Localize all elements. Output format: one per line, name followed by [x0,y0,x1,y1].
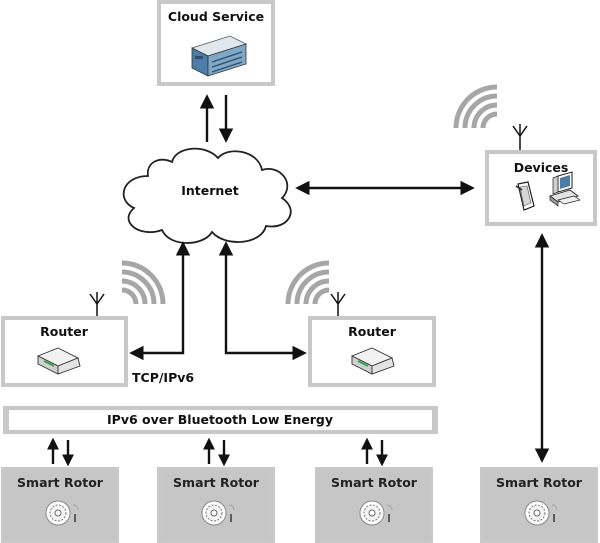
devices-label: Devices [514,160,569,175]
router-left-node: Router [1,260,166,387]
internet-router-right-arrow [218,241,307,361]
rotor-dial-icon [45,500,79,526]
smart-rotor-label: Smart Rotor [496,475,583,490]
antenna-icon [89,292,105,316]
wifi-signal-icon [285,260,330,305]
wifi-signal-icon [121,260,166,305]
internet-label: Internet [181,183,239,198]
server-icon [190,35,248,77]
router-device-icon [350,347,395,375]
desktop-computer-icon [549,171,581,207]
ble-rotor-arrows [47,437,388,467]
internet-router-left-arrow [129,241,191,361]
smart-rotor-label: Smart Rotor [17,475,104,490]
antenna-icon [330,292,346,316]
cloud-service-node: Cloud Service [157,0,275,86]
smart-rotor-3: Smart Rotor [315,467,433,543]
ble-bar: IPv6 over Bluetooth Low Energy [3,406,438,434]
cloud-icon: Internet [122,147,292,244]
cloud-service-label: Cloud Service [168,9,264,24]
ble-bar-label: IPv6 over Bluetooth Low Energy [107,412,333,427]
smart-rotor-4: Smart Rotor [480,467,598,543]
antenna-icon [512,124,528,150]
devices-node: Devices [453,84,597,226]
smart-rotor-1: Smart Rotor [1,467,119,543]
router-device-icon [36,347,81,375]
protocol-label: TCP/IPv6 [132,370,194,385]
rotor-dial-icon [524,500,558,526]
wifi-signal-icon [453,84,498,129]
router-right-label: Router [348,324,397,339]
tablet-icon [515,181,535,211]
smart-rotor-2: Smart Rotor [157,467,275,543]
smart-rotor-label: Smart Rotor [331,475,418,490]
smart-rotor-label: Smart Rotor [173,475,260,490]
rotor-dial-icon [359,500,393,526]
rotor-dial-icon [201,500,235,526]
router-right-node: Router [285,260,436,387]
router-left-label: Router [40,324,89,339]
